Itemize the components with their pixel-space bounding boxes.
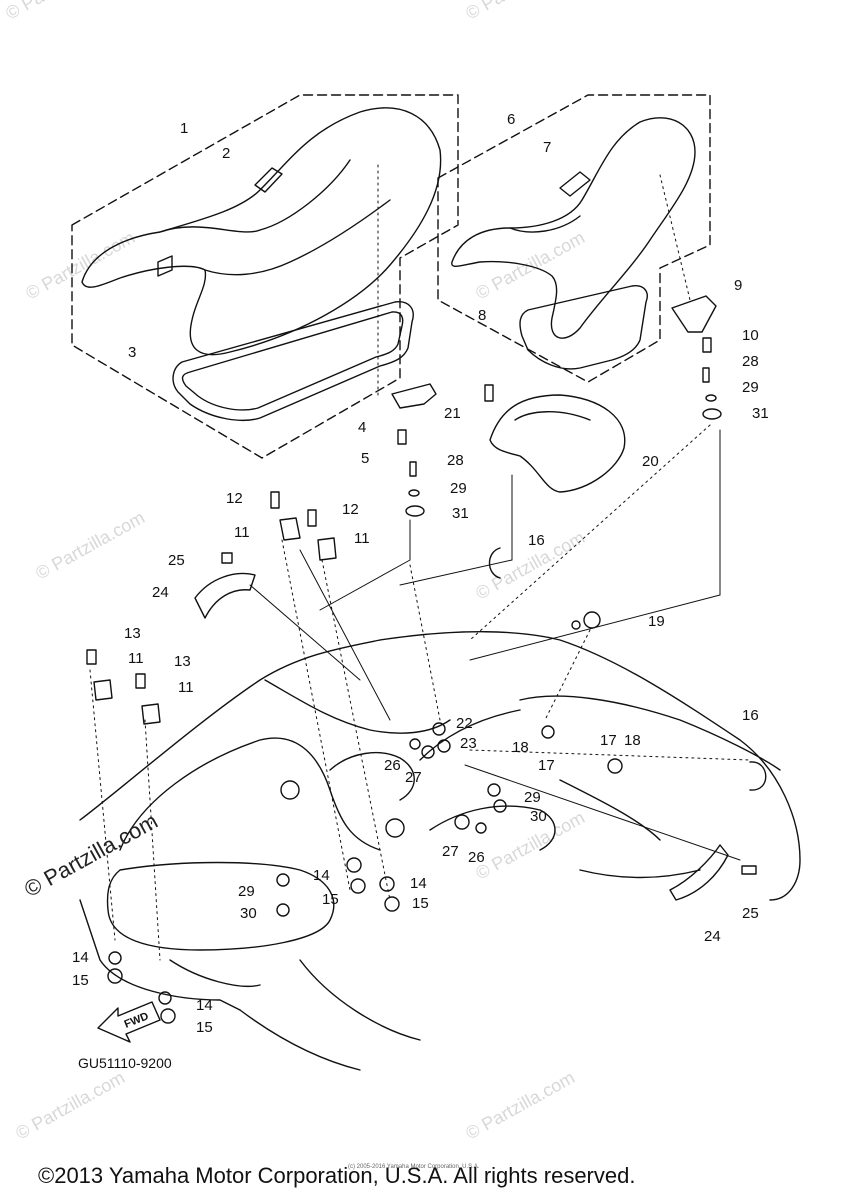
callout-29: 29 (238, 883, 255, 900)
watermark: © Partzilla.com (12, 1067, 128, 1143)
callout-21: 21 (444, 405, 461, 422)
callout-16: 16 (742, 707, 759, 724)
grab-strap (254, 167, 283, 193)
hull-deck (79, 631, 801, 1071)
callout-15: 15 (322, 891, 339, 908)
callout-24: 24 (152, 584, 169, 601)
callout-6: 6 (507, 111, 515, 128)
callout-8: 8 (478, 307, 486, 324)
grab-handle-24-right (669, 844, 729, 901)
front-seat (81, 107, 442, 356)
callout-15: 15 (196, 1019, 213, 1036)
callout-25: 25 (168, 552, 185, 569)
callout-31: 31 (452, 505, 469, 522)
small-print: (c) 2005-2016 Yamaha Motor Corporation, … (348, 1164, 480, 1170)
callout-9: 9 (734, 277, 742, 294)
seat-frame-front (172, 301, 414, 421)
watermark: © Partzilla.com (22, 227, 138, 303)
callout-28: 28 (742, 353, 759, 370)
callout-31: 31 (752, 405, 769, 422)
callout-14: 14 (313, 867, 330, 884)
callout-11: 11 (178, 679, 194, 696)
assembly-box-rear-seat (437, 94, 711, 383)
fwd-label: FWD (123, 1010, 151, 1031)
callout-18: 18 (512, 739, 529, 756)
watermark: © Partzilla.com (462, 0, 578, 23)
callout-22: 22 (456, 715, 473, 732)
watermark: © Partzilla.com (472, 227, 588, 303)
part-code: GU51110-9200 (78, 1055, 172, 1071)
callout-11: 11 (354, 530, 370, 547)
callout-28: 28 (447, 452, 464, 469)
watermark: © Partzilla.com (32, 507, 148, 583)
callout-26: 26 (384, 757, 401, 774)
storage-tray-20 (489, 394, 626, 493)
callout-14: 14 (72, 949, 89, 966)
callout-4: 4 (358, 419, 366, 436)
callout-25: 25 (742, 905, 759, 922)
callout-29: 29 (524, 789, 541, 806)
callout-29: 29 (742, 379, 759, 396)
callout-14: 14 (196, 997, 213, 1014)
leader-lines (249, 429, 741, 861)
u-bolt-16-top (488, 547, 501, 579)
callout-2: 2 (222, 145, 230, 162)
callout-12: 12 (342, 501, 359, 518)
callout-29: 29 (450, 480, 467, 497)
guide-lines (89, 164, 751, 961)
callout-11: 11 (234, 524, 250, 541)
bracket-9 (671, 295, 717, 333)
callout-27: 27 (405, 769, 422, 786)
callout-16: 16 (528, 532, 545, 549)
watermark: © Partzilla.com (2, 0, 118, 23)
callout-10: 10 (742, 327, 759, 344)
callout-20: 20 (642, 453, 659, 470)
watermark-layer: © Partzilla.com © Partzilla.com © Partzi… (2, 0, 588, 1143)
callout-30: 30 (240, 905, 257, 922)
grab-handle-24-left (194, 572, 256, 619)
callout-24: 24 (704, 928, 721, 945)
callout-7: 7 (543, 139, 551, 156)
callout-30: 30 (530, 808, 547, 825)
callout-15: 15 (72, 972, 89, 989)
callouts: 1 2 3 4 5 6 7 8 9 10 28 29 31 21 20 28 2… (72, 111, 769, 1036)
callout-14: 14 (410, 875, 427, 892)
seat-frame-rear (519, 285, 648, 370)
bracket-4 (391, 383, 437, 409)
callout-18: 18 (624, 732, 641, 749)
callout-12: 12 (226, 490, 243, 507)
callout-17: 17 (538, 757, 555, 774)
callout-23: 23 (460, 735, 477, 752)
watermark: © Partzilla.com (462, 1067, 578, 1143)
fwd-arrow (97, 1001, 161, 1043)
rear-seat (451, 117, 696, 339)
callout-19: 19 (648, 613, 665, 630)
callout-15: 15 (412, 895, 429, 912)
callout-1: 1 (180, 120, 188, 137)
callout-11: 11 (128, 650, 144, 667)
assembly-box-front-seat (71, 94, 459, 459)
callout-17: 17 (600, 732, 617, 749)
callout-26: 26 (468, 849, 485, 866)
callout-3: 3 (128, 344, 136, 361)
callout-13: 13 (124, 625, 141, 642)
grab-strap (559, 171, 591, 197)
copyright-notice: ©2013 Yamaha Motor Corporation, U.S.A. A… (38, 1163, 636, 1188)
fasteners (86, 337, 757, 1024)
callout-13: 13 (174, 653, 191, 670)
callout-5: 5 (361, 450, 369, 467)
callout-27: 27 (442, 843, 459, 860)
u-bolt-16-right (749, 761, 767, 791)
